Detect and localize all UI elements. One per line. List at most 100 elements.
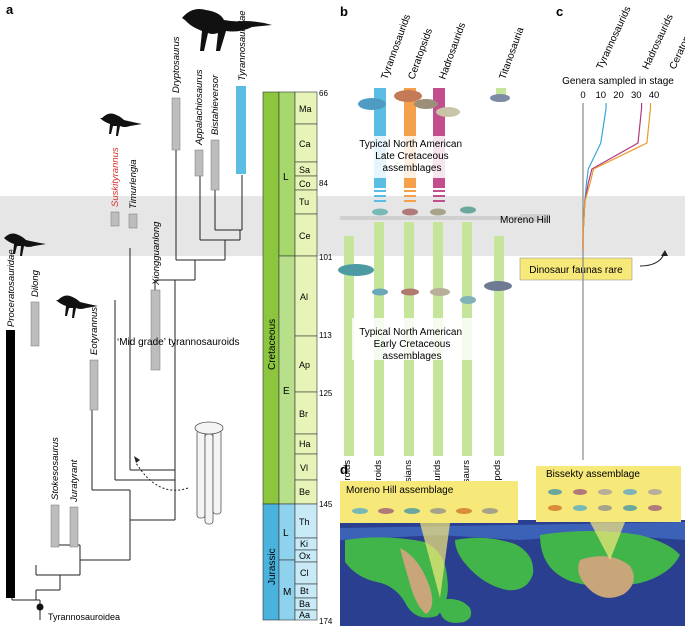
age-84: 84 bbox=[319, 179, 328, 188]
stage-ce: Ce bbox=[299, 231, 311, 241]
age-113: 113 bbox=[319, 331, 332, 340]
bone-pointer-arrowhead bbox=[134, 456, 140, 463]
panel-label-b: b bbox=[340, 4, 348, 19]
stage-ha: Ha bbox=[299, 439, 311, 449]
panel-label-d: d bbox=[340, 462, 348, 477]
xiongguanlong-bar bbox=[150, 289, 161, 371]
stage-al: Al bbox=[300, 292, 308, 302]
stage-be: Be bbox=[299, 487, 310, 497]
moreno-assemblage-label: Moreno Hill assemblage bbox=[346, 485, 454, 496]
assemblage-text-line: assemblages bbox=[383, 163, 442, 174]
moreno-hill-label: Moreno Hill bbox=[500, 215, 551, 226]
bistahieversor-bar bbox=[210, 139, 220, 191]
map-highland-west bbox=[400, 548, 433, 614]
tyrannosauroidea-node bbox=[36, 603, 44, 611]
stage-th: Th bbox=[299, 517, 310, 527]
period-jurassic-label: Jurassic bbox=[267, 548, 278, 585]
age-145: 145 bbox=[319, 500, 333, 509]
period-cretaceous-label: Cretaceous bbox=[267, 319, 278, 370]
epoch-middle-jur-label: M bbox=[283, 587, 291, 598]
assemblage-text-line: Early Cretaceous bbox=[374, 339, 451, 350]
taxon-appalachiosaurus: Appalachiosaurus bbox=[194, 69, 205, 146]
age-66: 66 bbox=[319, 89, 328, 98]
genera-tick-label: 10 bbox=[595, 90, 606, 101]
map-landmass-south bbox=[440, 599, 472, 623]
timurlengia-bar bbox=[128, 213, 138, 229]
bissekty-assemblage-label: Bissekty assemblage bbox=[546, 469, 640, 480]
proceratosauridae-bar bbox=[6, 330, 15, 598]
bissekty-locality-beam bbox=[590, 522, 625, 560]
taxon-eotyrannus: Eotyrannus bbox=[89, 307, 100, 355]
moreno-hill-bar bbox=[340, 214, 550, 222]
taxon-stokesosaurus: Stokesosaurus bbox=[50, 437, 61, 500]
taxon-dryptosaurus: Dryptosaurus bbox=[171, 36, 182, 93]
top-col-hadrosaurids: Hadrosaurids bbox=[437, 21, 468, 81]
tyrannosaurus-silhouette bbox=[182, 9, 272, 51]
map-fauna-icons bbox=[352, 489, 662, 514]
stage-sa: Sa bbox=[299, 165, 310, 175]
taxon-juratyrant: Juratyrant bbox=[69, 459, 80, 503]
genera-tick-label: 20 bbox=[613, 90, 624, 101]
juratyrant-bar bbox=[69, 506, 79, 548]
taxon-xiongguanlong: Xiongguanlong bbox=[151, 221, 162, 286]
faunas-rare-box bbox=[519, 257, 633, 281]
genera-chart-title: Genera sampled in stage bbox=[562, 76, 674, 87]
epoch-late-jur-label: L bbox=[283, 528, 289, 539]
metatarsal-bone-icon bbox=[194, 421, 224, 525]
appalachiosaurus-bar bbox=[194, 149, 204, 177]
geologic-timescale: Cretaceous Jurassic L E L M Ma Ca Sa bbox=[262, 89, 333, 626]
top-col-ceratopsids: Ceratopsids bbox=[406, 27, 435, 81]
genera-tick-label: 40 bbox=[649, 90, 660, 101]
assemblage-text-line: assemblages bbox=[383, 351, 442, 362]
taxon-timurlengia: Timurlengia bbox=[128, 159, 139, 209]
stage-ox: Ox bbox=[299, 551, 311, 561]
suskityrannus-bar bbox=[110, 211, 120, 227]
top-col-titanosauria: Titanosauria bbox=[497, 25, 526, 81]
hadrosaur-early-illustration bbox=[430, 288, 450, 296]
stage-ma: Ma bbox=[299, 104, 312, 114]
map-north-america-east bbox=[455, 537, 534, 591]
tyrannosauridae-bar bbox=[236, 86, 246, 174]
small-theropod-1 bbox=[100, 113, 142, 136]
titanosaur-illustration bbox=[490, 94, 510, 102]
stage-vl: Vl bbox=[300, 463, 308, 473]
panel-label-a: a bbox=[6, 2, 14, 17]
epoch-early-label: E bbox=[283, 386, 290, 397]
allosauroid-illustration bbox=[338, 264, 374, 276]
stage-co: Co bbox=[299, 179, 311, 189]
stage-tu: Tu bbox=[299, 197, 309, 207]
stage-ca: Ca bbox=[299, 139, 311, 149]
age-125: 125 bbox=[319, 389, 333, 398]
age-101: 101 bbox=[319, 253, 333, 262]
moreno-hadrosaur bbox=[430, 208, 446, 216]
taxon-suskityrannus: Suskityrannus bbox=[110, 147, 121, 207]
moreno-theropod bbox=[372, 208, 388, 216]
moreno-therizinosaur bbox=[460, 206, 476, 214]
paleogeographic-map bbox=[340, 520, 685, 626]
moreno-hill-band bbox=[0, 196, 685, 256]
mid-grade-label: ‘Mid grade’ tyrannosauroids bbox=[117, 337, 239, 348]
early-label-bg bbox=[352, 318, 472, 360]
early-cretaceous-epoch bbox=[278, 255, 296, 505]
age-174: 174 bbox=[319, 617, 333, 626]
moreno-ceratopsian bbox=[402, 208, 418, 216]
neoceratopsian-illustration bbox=[401, 288, 419, 296]
theropod-silhouettes bbox=[4, 9, 272, 318]
stage-ki: Ki bbox=[300, 539, 308, 549]
tyrannosaurid-illustration bbox=[358, 98, 386, 110]
genera-tick-label: 0 bbox=[580, 90, 585, 101]
taxon-bistahieversor: Bistahieversor bbox=[210, 74, 221, 135]
epoch-late-label: L bbox=[283, 172, 289, 183]
small-theropod-2 bbox=[4, 233, 46, 256]
late-assemblage-text: Typical North American bbox=[359, 139, 462, 150]
moreno-locality-beam bbox=[420, 523, 450, 598]
faunas-rare-label: Dinosaur faunas rare bbox=[529, 265, 623, 276]
tyrannosauroidea-label: Tyrannosauroidea bbox=[48, 612, 120, 622]
assemblage-text-line: Late Cretaceous bbox=[375, 151, 448, 162]
map-highland-asia bbox=[578, 556, 634, 598]
early-assemblage-text: Typical North American bbox=[359, 327, 462, 338]
